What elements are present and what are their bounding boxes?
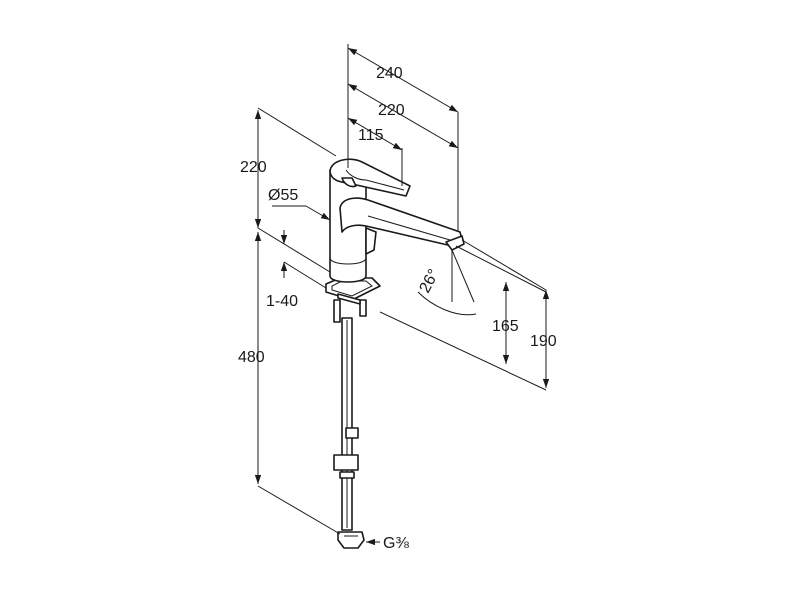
label-240: 240 <box>376 65 403 82</box>
dim-1-40 <box>280 230 327 289</box>
supply-hose <box>333 317 365 549</box>
dim-spout-heights <box>379 239 550 391</box>
fixing-rods <box>333 299 367 323</box>
lever-handle <box>329 158 411 197</box>
dim-diameter-leader <box>272 205 331 221</box>
dim-480 <box>254 232 341 535</box>
faucet-illustration <box>325 158 465 549</box>
label-220-width: 220 <box>378 102 405 119</box>
label-480: 480 <box>238 349 265 366</box>
label-115: 115 <box>358 127 384 144</box>
dim-220-height <box>254 107 337 273</box>
dimension-labels: 240 220 115 220 Ø55 1-40 480 26° 165 190… <box>238 65 557 552</box>
label-220-height: 220 <box>240 159 267 176</box>
label-thread: G⅜ <box>383 535 409 552</box>
dim-115 <box>347 117 403 186</box>
base-plate <box>325 277 381 305</box>
label-165: 165 <box>492 318 519 335</box>
label-angle: 26° <box>417 267 443 296</box>
label-190: 190 <box>530 333 557 350</box>
label-diameter: Ø55 <box>268 187 298 204</box>
label-1-40: 1-40 <box>266 293 298 310</box>
dim-angle <box>417 249 477 316</box>
dimension-lines <box>254 44 550 546</box>
spout <box>339 197 465 255</box>
dim-220-width <box>347 83 459 149</box>
